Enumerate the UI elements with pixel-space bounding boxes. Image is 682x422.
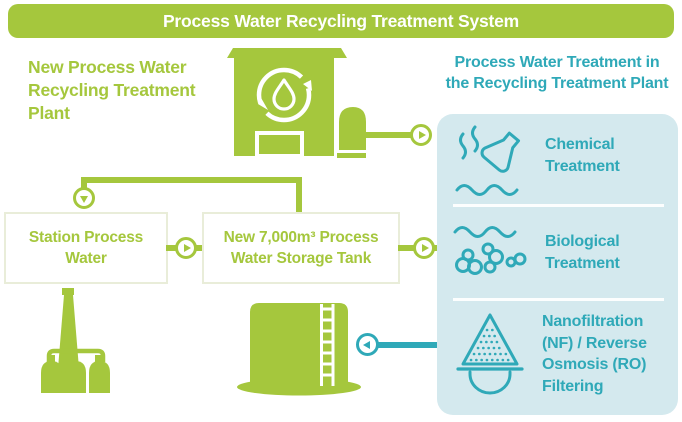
plant-heading: New Process Water Recycling Treatment Pl… bbox=[28, 57, 196, 123]
station-box-label: Station Process Water bbox=[28, 229, 144, 267]
tank-box-label: New 7,000m³ Process Water Storage Tank bbox=[223, 229, 379, 267]
arrow-down-icon bbox=[73, 187, 95, 209]
panel-divider bbox=[453, 298, 664, 301]
page-title: Process Water Recycling Treatment System bbox=[162, 10, 520, 31]
arrow-right-icon bbox=[410, 124, 432, 146]
power-station-icon bbox=[41, 288, 110, 393]
recycling-plant-building-icon bbox=[227, 48, 366, 158]
storage-tank-box: New 7,000m³ Process Water Storage Tank bbox=[202, 212, 400, 284]
filter-funnel-icon bbox=[456, 313, 524, 395]
arrow-right-icon bbox=[175, 237, 197, 259]
treatment-item-label: Nanofiltration (NF) / Reverse Osmosis (R… bbox=[542, 313, 647, 395]
connector-elbow-left-drop bbox=[81, 179, 87, 189]
storage-tank-icon bbox=[237, 303, 361, 396]
connector-elbow-right-drop bbox=[296, 181, 302, 213]
treatment-heading: Process Water Treatment in the Recycling… bbox=[445, 54, 669, 92]
panel-divider bbox=[453, 204, 664, 207]
treatment-item-label: Chemical Treatment bbox=[545, 136, 620, 175]
connector-building-to-panel bbox=[363, 132, 411, 138]
water-recycle-icon bbox=[256, 67, 312, 123]
connector-panel-to-tank bbox=[376, 342, 438, 348]
connector-elbow-horizontal bbox=[81, 177, 302, 183]
station-process-water-box: Station Process Water bbox=[4, 212, 168, 284]
title-banner: Process Water Recycling Treatment System bbox=[8, 4, 674, 38]
chemical-flask-icon bbox=[455, 125, 521, 196]
treatment-item-label: Biological Treatment bbox=[545, 233, 620, 272]
biological-microbes-icon bbox=[453, 226, 527, 275]
tank-ladder bbox=[320, 304, 335, 386]
arrow-left-icon bbox=[356, 333, 379, 356]
building-door bbox=[255, 131, 304, 158]
arrow-right-icon bbox=[413, 237, 435, 259]
